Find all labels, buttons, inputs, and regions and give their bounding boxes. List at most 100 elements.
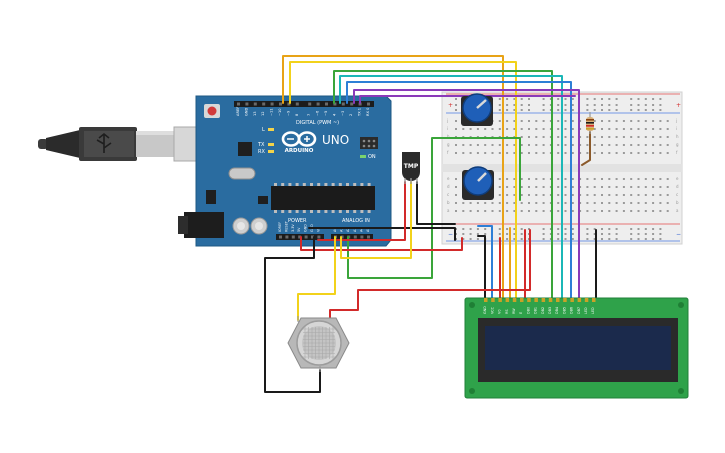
analog-pin-label: A1: [340, 228, 344, 232]
digital-pin-label: GND: [244, 108, 248, 116]
led-on-label: ON: [368, 154, 376, 160]
potentiometer-bottom[interactable]: [462, 166, 494, 200]
bb-row-letter: c: [447, 192, 449, 197]
rail-plus-label: +: [448, 102, 453, 109]
bb-row-letter: e: [676, 176, 679, 181]
wire-green-d5[interactable]: [333, 70, 553, 301]
digital-pin-label: 8: [295, 113, 299, 116]
power-pin-label: Vin: [316, 227, 320, 232]
power-header-label: POWER: [288, 218, 307, 224]
lcd-pin-label: LED: [584, 307, 588, 314]
bb-row-letter: g: [676, 142, 679, 147]
gas-sensor[interactable]: [287, 316, 350, 372]
lcd-pin-label: V0: [498, 310, 502, 314]
lcd-pin-label: DB5: [562, 307, 566, 314]
lcd-pin-label: DB2: [541, 307, 545, 314]
lcd-pin-label: DB7: [577, 307, 581, 314]
wire-orange-d12[interactable]: [282, 55, 504, 301]
tmp-label: TMP: [404, 163, 419, 170]
lcd-pin-label: GND: [483, 306, 487, 314]
lcd-pin-label: RW: [512, 308, 516, 314]
digital-pin-label: 12: [261, 111, 265, 116]
lcd-pin-label: DB0: [526, 307, 530, 314]
digital-pin-label: ~9: [286, 110, 290, 116]
potentiometer-top[interactable]: [461, 93, 493, 126]
bb-row-letter: g: [447, 142, 450, 147]
wire-purple-d2[interactable]: [353, 89, 580, 301]
wires: [264, 55, 597, 393]
bb-row-letter: b: [447, 200, 450, 205]
wire-purple-d2b[interactable]: [359, 95, 576, 104]
power-pin-label: IOREF: [278, 222, 282, 232]
digital-pin-label: AREF: [236, 107, 240, 116]
digital-header: [234, 101, 374, 107]
bb-row-letter: i: [447, 126, 448, 131]
lcd-pin-label: RS: [505, 309, 509, 314]
resistor[interactable]: [586, 112, 594, 134]
analog-header-label: ANALOG IN: [342, 218, 370, 224]
wire-black-gnd[interactable]: [308, 227, 456, 241]
bb-row-letter: a: [447, 208, 450, 213]
wire-red-5v[interactable]: [300, 236, 463, 251]
arduino-infinity-logo: [281, 131, 317, 147]
wire-black-lcd-gnd[interactable]: [477, 235, 486, 301]
analog-pin-label: A0: [333, 228, 337, 232]
bb-row-letter: j: [675, 118, 677, 123]
led-rx-label: RX: [258, 149, 265, 155]
power-pin-label: RESET: [284, 220, 288, 232]
wire-red-gas[interactable]: [329, 229, 531, 321]
wire-black-gas[interactable]: [264, 236, 321, 393]
analog-pin-label: A3: [353, 228, 357, 232]
rail-minus-label: −: [448, 231, 453, 238]
wire-yellow-tmp[interactable]: [340, 181, 412, 259]
lcd-pin-label: DB1: [534, 307, 538, 314]
arduino-uno-board: L TX RX ON ARDUINO UNO DIGITAL (PWM ~) P…: [178, 95, 392, 247]
bb-row-letter: j: [446, 118, 448, 123]
bb-row-letter: d: [676, 184, 679, 189]
wire-brown-resistor[interactable]: [581, 131, 591, 166]
analog-header: [331, 234, 373, 240]
bb-row-letter: c: [676, 192, 678, 197]
lcd-pin-label: DB4: [555, 307, 559, 314]
digital-pin-label: 2: [349, 114, 353, 116]
lcd-screen: [485, 326, 671, 370]
wire-blue-lcd[interactable]: [477, 225, 493, 301]
bb-row-letter: h: [447, 134, 450, 139]
wire-yellow-d11[interactable]: [289, 61, 517, 301]
bb-row-letter: d: [447, 184, 450, 189]
digital-pin-label: ~6: [316, 110, 320, 116]
wire-black-tmp[interactable]: [416, 181, 456, 225]
power-pin-label: GND: [304, 224, 308, 232]
bb-row-letter: f: [676, 150, 678, 155]
arduino-model: UNO: [322, 133, 349, 147]
bb-row-letter: b: [676, 200, 679, 205]
lcd-pin-label: LED: [591, 307, 595, 314]
digital-pin-label: 4: [332, 113, 336, 116]
power-pin-label: 5V: [297, 227, 301, 232]
power-jack: [184, 212, 224, 238]
bb-row-letter: f: [447, 150, 449, 155]
bb-row-letter: h: [676, 134, 679, 139]
rail-minus-label-right: −: [676, 231, 681, 238]
wire-green-pot[interactable]: [347, 137, 521, 279]
wire-red-tmp[interactable]: [317, 181, 406, 241]
digital-pin-label: TX 1: [358, 108, 362, 117]
wire-teal-d4[interactable]: [339, 75, 563, 301]
digital-pin-label: ~10: [278, 108, 282, 116]
usb-cable: [38, 126, 215, 162]
digital-pin-label: ~3: [341, 111, 345, 116]
power-pin-label: 3.3V: [291, 224, 295, 232]
analog-pin-label: A5: [366, 228, 370, 232]
bb-row-letter: e: [447, 176, 450, 181]
microcontroller-chip: [271, 186, 375, 210]
wire-blue-d3[interactable]: [346, 81, 572, 301]
wire-yellow-gas[interactable]: [297, 236, 336, 321]
digital-pin-label: ~11: [270, 108, 274, 116]
digital-pin-label: 7: [307, 114, 311, 116]
led-l-label: L: [262, 127, 265, 133]
temperature-sensor[interactable]: TMP: [402, 152, 420, 184]
digital-pin-label: ~5: [324, 111, 328, 116]
analog-pin-label: A4: [359, 228, 363, 232]
